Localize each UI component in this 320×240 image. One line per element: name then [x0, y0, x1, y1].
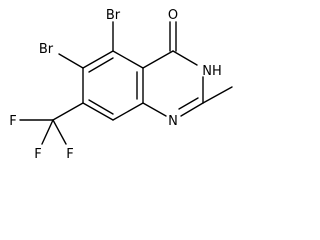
- bond-c7-c8: [82, 102, 114, 121]
- bond-c7-cf3: [52, 102, 84, 121]
- bond-c2-n1-double: [178, 97, 199, 110]
- atom-label-f-left: F: [9, 114, 16, 129]
- atom-label-f-bottom-right: F: [66, 147, 73, 162]
- bond-n1-c8a: [142, 102, 167, 117]
- bond-c4-n3: [172, 50, 198, 66]
- bond-c4a-c4: [142, 50, 174, 69]
- atom-label-f-bottom-left: F: [34, 147, 41, 162]
- bond-c7-c8-double: [88, 99, 114, 115]
- atom-label-oxygen: O: [168, 8, 178, 23]
- background: [0, 0, 254, 178]
- atom-label-n: N: [168, 114, 178, 129]
- bond-cf3-f-bottom-right: [52, 119, 67, 145]
- bond-c2-n1: [180, 102, 204, 117]
- bond-c5-c6: [82, 50, 114, 69]
- atom-label-nh: NH: [202, 64, 222, 79]
- bond-cf3-f-bottom-left: [41, 119, 54, 145]
- bond-c4a-c5: [112, 50, 144, 69]
- atom-label-br-left: Br: [39, 42, 54, 57]
- bond-c2-methyl: [202, 86, 233, 104]
- atom-label-br-top: Br: [106, 8, 121, 23]
- chemical-structure: Br Br O NH N F F F: [0, 0, 254, 178]
- bond-c5-c6-double: [88, 57, 114, 73]
- bond-c8-c8a: [112, 102, 144, 121]
- bond-c6-br: [58, 53, 84, 69]
